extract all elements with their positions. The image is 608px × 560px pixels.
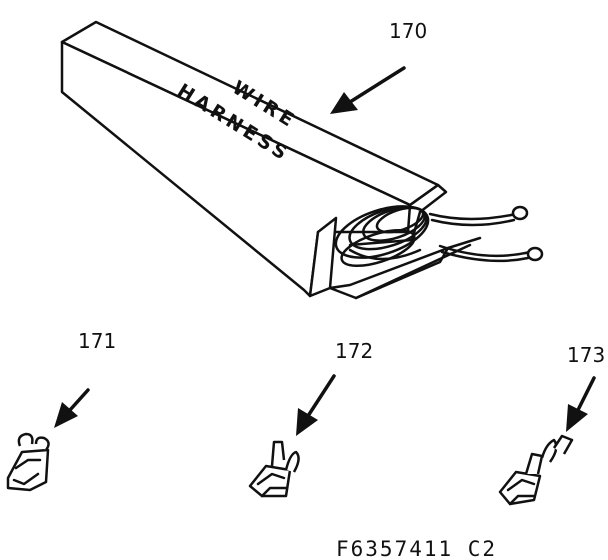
callout-171: 171 [78, 329, 116, 353]
callout-172: 172 [335, 339, 373, 363]
drawing-code: F6357411 C2 [336, 537, 497, 560]
ring-terminal-upper [511, 205, 529, 221]
terminal-173 [498, 434, 574, 506]
arrow-171 [54, 388, 90, 428]
callout-173: 173 [567, 343, 605, 367]
wire-leads [428, 205, 544, 263]
wire-harness-box: WIRE HARNESS [60, 20, 544, 300]
arrow-173 [566, 376, 596, 432]
arrow-170 [330, 66, 406, 114]
coiled-wires [334, 205, 430, 268]
terminal-171 [6, 432, 50, 492]
terminal-172 [248, 440, 300, 498]
harness-box-tray [328, 246, 450, 300]
ring-terminal-lower [526, 246, 544, 262]
callout-170: 170 [389, 19, 427, 43]
arrow-172 [296, 374, 336, 436]
